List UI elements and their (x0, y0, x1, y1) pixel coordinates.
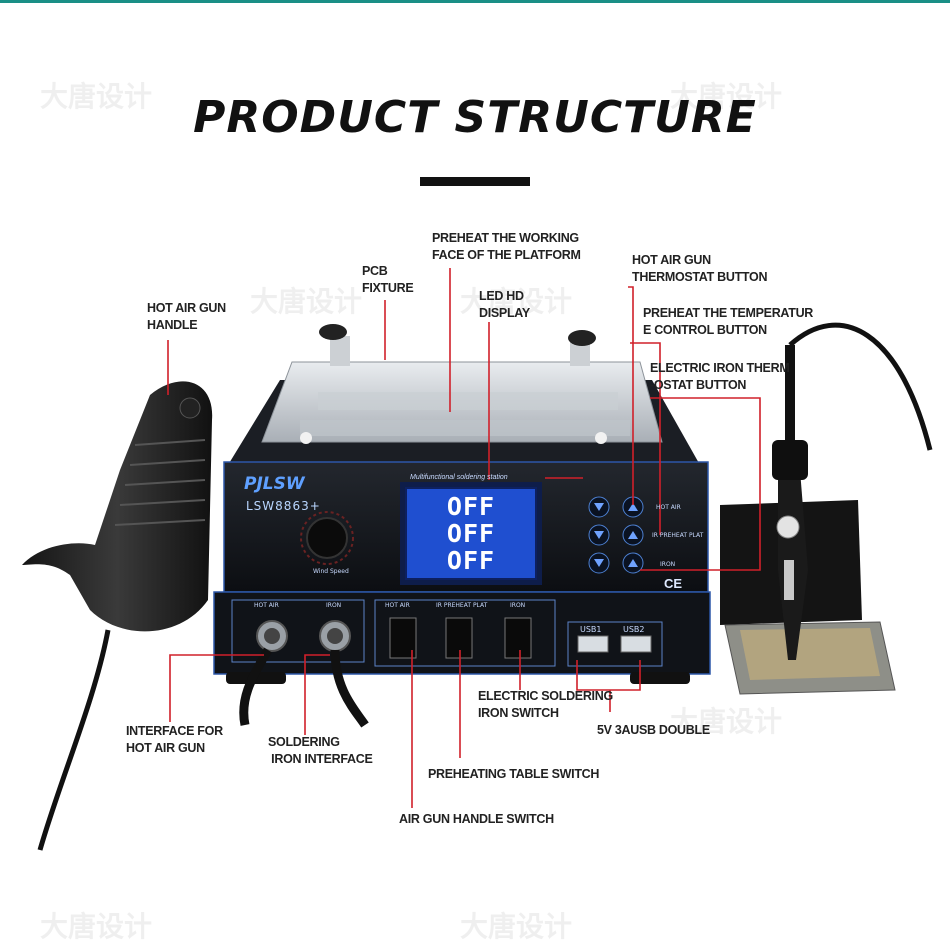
display-line-hot-air: OFF (446, 492, 496, 521)
switch-label-preheat: IR PREHEAT PLAT (436, 602, 488, 609)
watermark: 大唐设计 (40, 911, 153, 942)
port-label-hot-air: HOT AIR (254, 602, 279, 609)
label-preheat-temp-button: PREHEAT THE TEMPERATUR E CONTROL BUTTON (643, 306, 814, 337)
display-line-preheat: OFF (446, 519, 496, 548)
page-title: PRODUCT STRUCTURE (193, 92, 757, 143)
label-hot-air-interface: INTERFACE FOR HOT AIR GUN (126, 724, 223, 755)
title-underline (420, 177, 530, 186)
lcd-display: OFF OFF OFF (405, 487, 537, 580)
knob-label: Wind Speed (313, 568, 349, 575)
label-preheat-switch: PREHEATING TABLE SWITCH (428, 767, 600, 781)
top-accent-bar (0, 0, 950, 3)
hot-air-gun (22, 381, 213, 632)
switch-iron (504, 617, 532, 659)
control-buttons (588, 496, 644, 574)
label-hot-air-thermostat: HOT AIR GUN THERMOSTAT BUTTON (632, 253, 768, 284)
label-usb: 5V 3AUSB DOUBLE (597, 723, 710, 737)
label-led-display: LED HD DISPLAY (479, 289, 530, 320)
label-air-handle-switch: AIR GUN HANDLE SWITCH (399, 812, 554, 826)
watermark: 大唐设计 (670, 706, 783, 737)
iron-cable (788, 322, 933, 451)
watermark: 大唐设计 (460, 911, 573, 942)
device-subtitle: Multifunctional soldering station (410, 474, 508, 481)
watermark: 大唐设计 (40, 81, 153, 112)
wind-speed-knob (306, 517, 348, 559)
pointer-lines (167, 268, 761, 808)
label-preheat-face: PREHEAT THE WORKING FACE OF THE PLATFORM (432, 231, 581, 262)
button-label-iron: IRON (660, 561, 676, 568)
hot-air-gun-cable (37, 629, 111, 851)
brand-logo: PJLSW (244, 474, 305, 494)
label-hot-air-handle: HOT AIR GUN HANDLE (147, 301, 226, 332)
display-line-iron: OFF (446, 546, 496, 575)
ce-mark: CE (664, 576, 683, 591)
button-label-hot-air: HOT AIR (656, 504, 681, 511)
label-iron-interface: SOLDERING IRON INTERFACE (268, 735, 373, 766)
usb1-label: USB1 (580, 625, 602, 634)
button-label-preheat: IR PREHEAT PLAT (652, 532, 704, 539)
fixture-post-left (330, 336, 350, 366)
watermark: 大唐设计 (460, 286, 573, 317)
iron-cable-front (330, 649, 369, 728)
usb2-port (620, 635, 652, 653)
label-iron-thermostat: ELECTRIC IRON THERM -OSTAT BUTTON (650, 361, 790, 392)
switch-preheat (445, 617, 473, 659)
watermark: 大唐设计 (250, 286, 363, 317)
watermark: 大唐设计 (670, 81, 783, 112)
usb1-port (577, 635, 609, 653)
port-label-iron: IRON (326, 602, 342, 609)
hot-air-cable (239, 647, 272, 726)
model-number: LSW8863+ (246, 499, 321, 513)
switch-label-iron: IRON (510, 602, 526, 609)
switch-label-hot-air: HOT AIR (385, 602, 410, 609)
label-iron-switch: ELECTRIC SOLDERING IRON SWITCH (478, 689, 613, 720)
label-pcb-fixture: PCB FIXTURE (362, 264, 414, 295)
usb2-label: USB2 (623, 625, 645, 634)
